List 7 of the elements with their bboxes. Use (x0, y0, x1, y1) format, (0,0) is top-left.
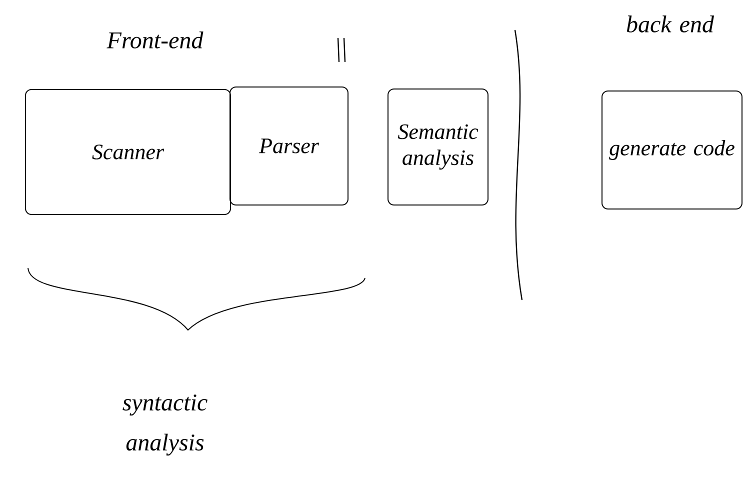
process-box: Scanner (25, 89, 231, 215)
process-box: Semantic analysis (388, 88, 488, 206)
label-text: Front-end (106, 32, 204, 48)
process-box: generate code (602, 90, 742, 210)
label-text: syntactic analysis (122, 394, 208, 456)
label-text: back end (626, 16, 714, 32)
process-box: Parser (230, 86, 348, 206)
